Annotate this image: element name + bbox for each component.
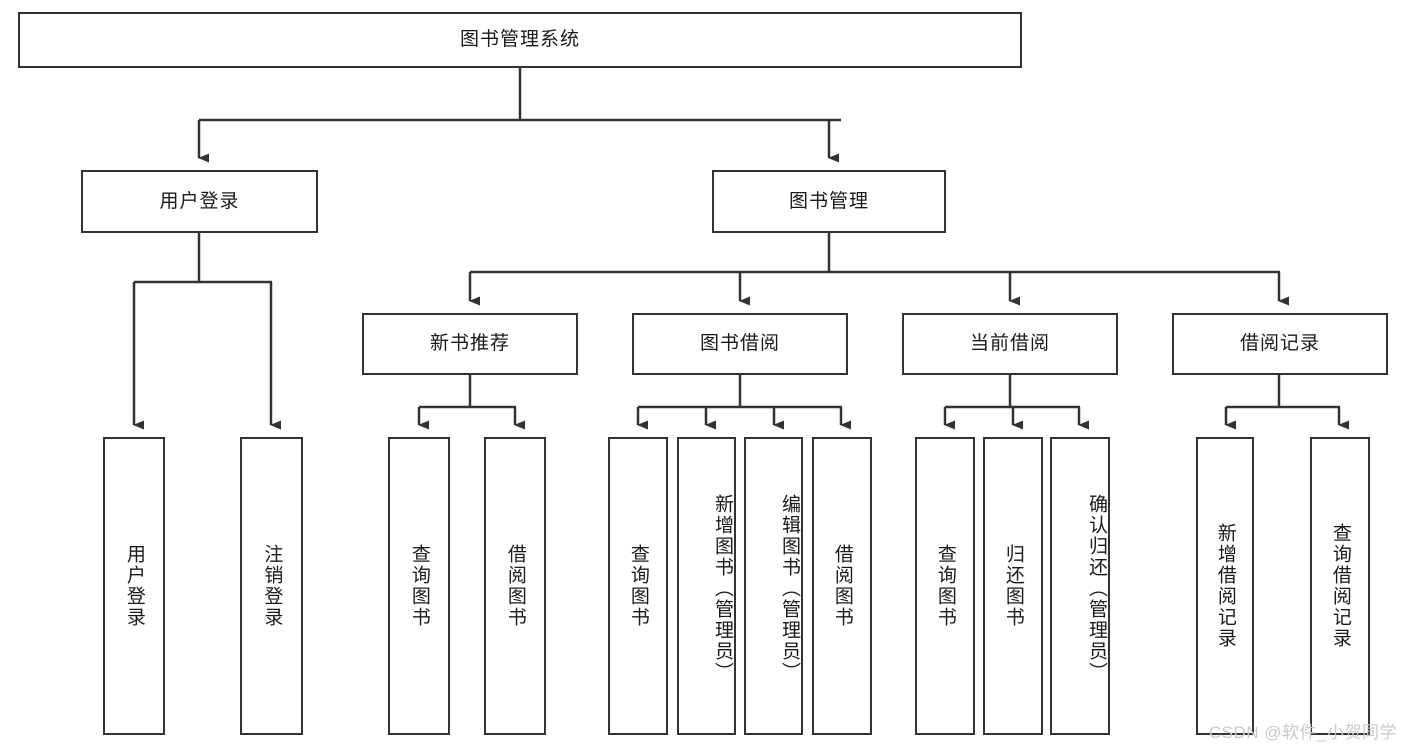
node-leaf-query-book-borrow[interactable]: 查询图书 xyxy=(608,437,668,735)
node-leaf-query-book-current-label: 查询图书 xyxy=(934,544,956,628)
node-book-management-label: 图书管理 xyxy=(788,190,869,212)
node-leaf-query-book-current[interactable]: 查询图书 xyxy=(915,437,975,735)
node-book-borrow-label: 图书借阅 xyxy=(699,333,780,355)
node-leaf-query-borrow-record[interactable]: 查询借阅记录 xyxy=(1310,437,1370,735)
node-book-borrow[interactable]: 图书借阅 xyxy=(632,313,848,375)
node-user-login[interactable]: 用户登录 xyxy=(81,170,318,233)
node-borrow-record-label: 借阅记录 xyxy=(1239,333,1320,355)
node-leaf-add-book-admin-label: 新增图书（管理员） xyxy=(712,493,733,683)
node-leaf-query-book-borrow-label: 查询图书 xyxy=(627,544,649,628)
node-leaf-query-book-newbook-label: 查询图书 xyxy=(408,544,430,628)
node-leaf-query-borrow-record-label: 查询借阅记录 xyxy=(1329,523,1351,649)
node-leaf-edit-book-admin[interactable]: 编辑图书（管理员） xyxy=(744,437,803,735)
node-user-login-label: 用户登录 xyxy=(159,190,240,212)
node-book-management[interactable]: 图书管理 xyxy=(712,170,946,233)
node-current-borrow-label: 当前借阅 xyxy=(969,333,1050,355)
node-new-book-recommend-label: 新书推荐 xyxy=(429,333,510,355)
node-leaf-borrow-book-borrow[interactable]: 借阅图书 xyxy=(812,437,872,735)
node-leaf-logout-label: 注销登录 xyxy=(261,544,283,628)
node-leaf-add-borrow-record[interactable]: 新增借阅记录 xyxy=(1196,437,1254,735)
node-leaf-borrow-book-newbook[interactable]: 借阅图书 xyxy=(484,437,546,735)
node-root-label: 图书管理系统 xyxy=(459,29,580,51)
node-root[interactable]: 图书管理系统 xyxy=(18,12,1022,68)
node-leaf-logout[interactable]: 注销登录 xyxy=(240,437,303,735)
node-leaf-confirm-return-admin[interactable]: 确认归还（管理员） xyxy=(1050,437,1110,735)
node-leaf-edit-book-admin-label: 编辑图书（管理员） xyxy=(779,493,800,683)
node-leaf-confirm-return-admin-label: 确认归还（管理员） xyxy=(1086,493,1107,683)
node-leaf-borrow-book-borrow-label: 借阅图书 xyxy=(831,544,853,628)
node-current-borrow[interactable]: 当前借阅 xyxy=(902,313,1118,375)
node-leaf-return-book[interactable]: 归还图书 xyxy=(983,437,1043,735)
node-leaf-user-login-label: 用户登录 xyxy=(123,544,145,628)
node-leaf-add-book-admin[interactable]: 新增图书（管理员） xyxy=(677,437,736,735)
node-leaf-borrow-book-newbook-label: 借阅图书 xyxy=(504,544,526,628)
csdn-watermark: CSDN @软件_小贺同学 xyxy=(1208,723,1397,742)
node-new-book-recommend[interactable]: 新书推荐 xyxy=(362,313,578,375)
node-leaf-return-book-label: 归还图书 xyxy=(1002,544,1024,628)
node-borrow-record[interactable]: 借阅记录 xyxy=(1172,313,1388,375)
node-leaf-user-login[interactable]: 用户登录 xyxy=(103,437,165,735)
node-leaf-query-book-newbook[interactable]: 查询图书 xyxy=(388,437,450,735)
node-leaf-add-borrow-record-label: 新增借阅记录 xyxy=(1214,523,1236,649)
